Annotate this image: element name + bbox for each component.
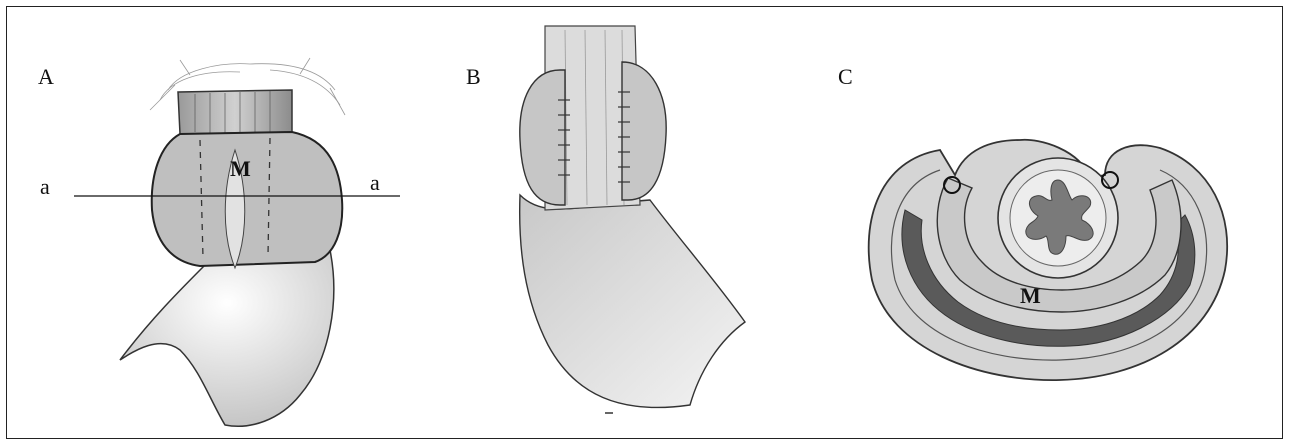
panel-a-cut-label-right: a <box>370 172 380 194</box>
panel-b-label: B <box>466 66 481 88</box>
panel-b-right-flap <box>622 62 666 200</box>
panel-b-drawing <box>520 26 745 413</box>
panel-b-stomach-body <box>520 195 745 408</box>
panel-c-drawing <box>869 140 1227 380</box>
panel-a-stomach-label: M <box>230 158 251 180</box>
panel-b-left-flap <box>520 70 565 205</box>
panel-a-drawing <box>74 58 400 426</box>
panel-c-stomach-label: M <box>1020 285 1041 307</box>
panel-c-label: C <box>838 66 853 88</box>
panel-a-stomach-body <box>120 250 334 426</box>
panel-a-cut-label-left: a <box>40 176 50 198</box>
panel-a-fundic-wrap <box>152 132 343 266</box>
panel-a-label: A <box>38 66 54 88</box>
